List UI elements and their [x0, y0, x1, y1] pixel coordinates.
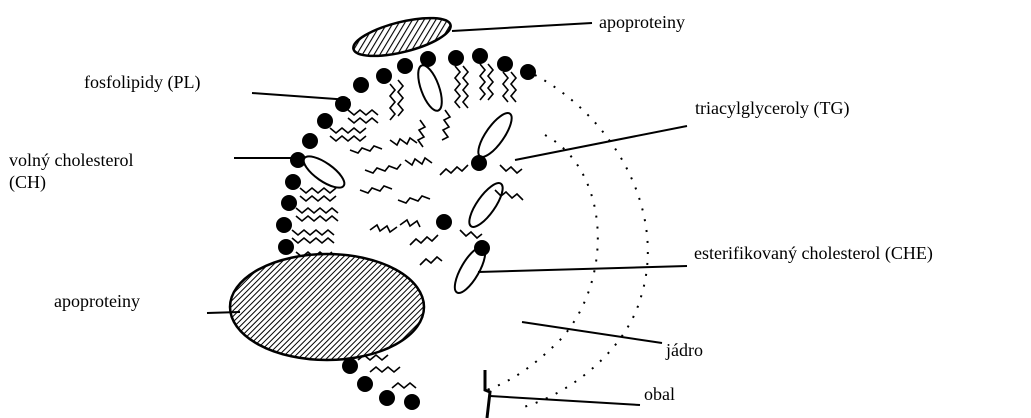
leader-triacylglycerols — [515, 126, 687, 160]
label-apoproteins-top: apoproteiny — [599, 11, 685, 33]
leader-esterified-cholesterol — [478, 266, 687, 272]
label-free-cholesterol-line2: (CH) — [9, 171, 133, 193]
shell-boundary — [485, 370, 490, 418]
leader-apoproteins-top — [452, 23, 592, 31]
label-shell: obal — [644, 383, 675, 405]
label-apoproteins-left: apoproteiny — [54, 290, 140, 312]
label-esterified-cholesterol: esterifikovaný cholesterol (CHE) — [694, 242, 933, 264]
label-core: jádro — [666, 339, 703, 361]
leader-phospholipids — [252, 93, 350, 100]
label-free-cholesterol: volný cholesterol (CH) — [9, 149, 133, 193]
apoprotein-left-shape — [230, 254, 424, 360]
label-free-cholesterol-line1: volný cholesterol — [9, 149, 133, 171]
leader-shell — [490, 396, 640, 405]
leader-core — [522, 322, 662, 343]
label-phospholipids: fosfolipidy (PL) — [84, 71, 201, 93]
apoprotein-top-shape — [350, 10, 454, 63]
leader-apoproteins-left — [207, 312, 240, 313]
label-triacylglycerols: triacylglyceroly (TG) — [695, 97, 849, 119]
